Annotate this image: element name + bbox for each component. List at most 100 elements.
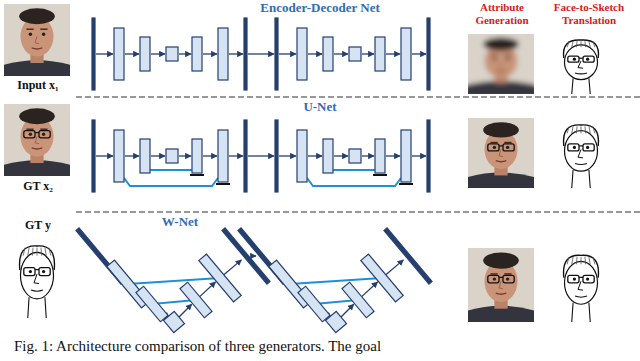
feature-layer xyxy=(192,139,202,173)
feature-layer xyxy=(349,149,361,163)
feature-layer xyxy=(325,311,346,332)
mouth xyxy=(496,70,507,72)
feature-layer xyxy=(140,139,150,173)
hair-stroke xyxy=(37,248,38,256)
neck-line xyxy=(28,297,46,318)
photo-ground xyxy=(4,4,70,76)
flow-arrow xyxy=(386,53,400,54)
feature-layer xyxy=(361,254,403,302)
flow-arrow xyxy=(125,53,139,54)
face-photo xyxy=(468,248,534,322)
feature-layer xyxy=(244,120,247,192)
hair xyxy=(483,122,519,137)
glasses-bridge xyxy=(579,58,583,59)
sketch-image xyxy=(548,248,614,322)
hair-stroke xyxy=(40,248,42,256)
skip-connection xyxy=(124,178,218,186)
eye xyxy=(29,133,32,136)
brow xyxy=(26,29,33,30)
feature-layer xyxy=(92,120,95,192)
photo-ground xyxy=(468,34,534,94)
glasses-bridge xyxy=(499,277,503,278)
flow-arrow xyxy=(229,155,243,156)
hair-stroke xyxy=(581,257,582,264)
row-separator xyxy=(76,96,640,97)
task-label: Face-to-Sketch Translation xyxy=(540,1,638,26)
mouth xyxy=(32,148,43,149)
eye xyxy=(42,133,45,136)
flow-arrow xyxy=(179,155,191,156)
sketch-ground xyxy=(548,248,614,322)
photo-ground xyxy=(4,104,70,176)
brow xyxy=(490,273,497,274)
glasses-bridge xyxy=(499,145,503,146)
flow-arrow xyxy=(386,155,400,156)
hair-stroke xyxy=(45,248,46,256)
hair-stroke xyxy=(593,126,595,133)
hair-stroke xyxy=(572,257,573,264)
u-net xyxy=(92,120,430,192)
feature-layer xyxy=(323,139,333,173)
flow-arrow xyxy=(308,155,322,156)
hair-stroke xyxy=(584,126,586,133)
feature-layer xyxy=(275,120,278,192)
skip-connection xyxy=(290,278,382,284)
eye xyxy=(29,33,32,36)
nose xyxy=(35,136,39,143)
feature-layer xyxy=(114,130,124,182)
brow xyxy=(26,128,33,129)
feature-layer xyxy=(180,282,212,318)
eye xyxy=(493,58,496,61)
feature-layer xyxy=(92,18,95,90)
feature-layer xyxy=(401,130,411,182)
glasses-lens xyxy=(24,268,35,276)
feature-layer xyxy=(166,149,178,163)
face-outline xyxy=(565,261,598,304)
hair-stroke xyxy=(23,248,25,256)
flow-arrow xyxy=(125,155,139,156)
hair-stroke xyxy=(581,41,582,47)
hair xyxy=(19,108,55,124)
face-outline xyxy=(565,45,598,80)
feature-layer xyxy=(218,130,228,182)
flow-arrow xyxy=(340,304,354,318)
hair-outline xyxy=(564,40,599,58)
eye xyxy=(586,277,589,280)
network-name: Encoder-Decoder Net xyxy=(235,1,405,16)
sketch-image xyxy=(4,238,70,318)
feature-layer xyxy=(244,18,247,90)
feature-layer xyxy=(375,139,385,173)
flow-arrow xyxy=(248,155,274,156)
mouth xyxy=(32,48,43,49)
hair-stroke xyxy=(572,126,573,133)
nose xyxy=(499,61,503,67)
flow-arrow xyxy=(151,53,165,54)
eye xyxy=(573,146,576,149)
feature-layer xyxy=(375,37,385,71)
figure-caption: Fig. 1: Architecture comparison of three… xyxy=(14,338,381,355)
glasses-lens xyxy=(503,275,514,282)
feature-layer xyxy=(427,18,430,90)
hair-stroke xyxy=(584,257,586,264)
flow-arrow xyxy=(179,53,191,54)
flow-arrow xyxy=(96,53,113,54)
feature-layer xyxy=(163,311,184,332)
hair-stroke xyxy=(589,257,590,264)
eye xyxy=(573,277,576,280)
eye xyxy=(42,270,45,273)
eye xyxy=(493,277,496,280)
flow-arrow xyxy=(251,255,256,256)
feature-layer xyxy=(323,37,333,71)
hair-stroke xyxy=(581,126,582,133)
brow xyxy=(490,142,497,143)
mouth xyxy=(496,161,507,162)
glasses-lens xyxy=(583,144,594,151)
feature-layer xyxy=(114,28,124,80)
feature-layer xyxy=(384,228,432,284)
flow-arrow xyxy=(362,155,374,156)
glasses-lens xyxy=(488,144,499,151)
row-separator xyxy=(76,211,640,212)
photo-ground xyxy=(468,118,534,188)
brow xyxy=(490,54,497,55)
flow-arrow xyxy=(362,282,378,297)
